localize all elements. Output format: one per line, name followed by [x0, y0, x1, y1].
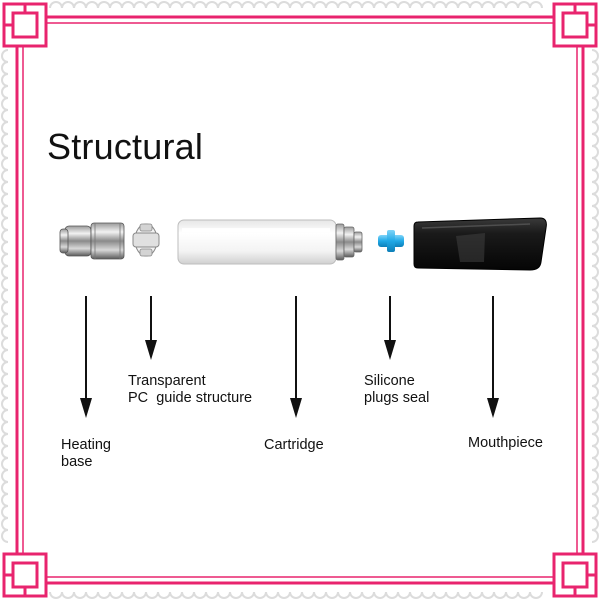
silicone-plug-part: [378, 230, 404, 252]
cartridge-part: [177, 219, 363, 265]
label-heating-base: Heating base: [61, 437, 111, 471]
arrow-silicone-plugs: [384, 296, 396, 360]
label-mouthpiece-line1: Mouthpiece: [468, 435, 543, 451]
frame-outer-line: [15, 15, 585, 585]
label-silicone-plugs-line1: Silicone: [364, 373, 415, 389]
label-silicone-plugs-line2: plugs seal: [364, 390, 430, 406]
arrow-heating-base: [80, 296, 92, 418]
label-silicone-plugs: Silicone plugs seal: [364, 373, 429, 407]
label-mouthpiece: Mouthpiece: [468, 435, 543, 452]
mouthpiece-part: [413, 217, 547, 271]
label-pc-guide: Transparent PC guide structure: [128, 373, 252, 407]
label-pc-guide-line1: Transparent: [128, 373, 206, 389]
page-title: Structural: [47, 126, 204, 167]
label-heating-base-line1: Heating: [61, 437, 111, 453]
arrow-mouthpiece: [487, 296, 499, 418]
pc-guide-structure-part: [132, 223, 160, 257]
label-cartridge-line1: Cartridge: [264, 437, 324, 453]
label-heating-base-line2: base: [61, 454, 93, 470]
label-pc-guide-line2: PC guide structure: [128, 390, 253, 406]
arrow-cartridge: [290, 296, 302, 418]
corner-ornament-top-right: [552, 2, 598, 48]
corner-ornament-top-left: [2, 2, 48, 48]
heating-base-part: [59, 222, 125, 260]
frame-inner-line: [22, 22, 578, 578]
label-cartridge: Cartridge: [264, 437, 324, 454]
arrow-pc-guide: [145, 296, 157, 360]
corner-ornament-bottom-left: [2, 552, 48, 598]
corner-ornament-bottom-right: [552, 552, 598, 598]
